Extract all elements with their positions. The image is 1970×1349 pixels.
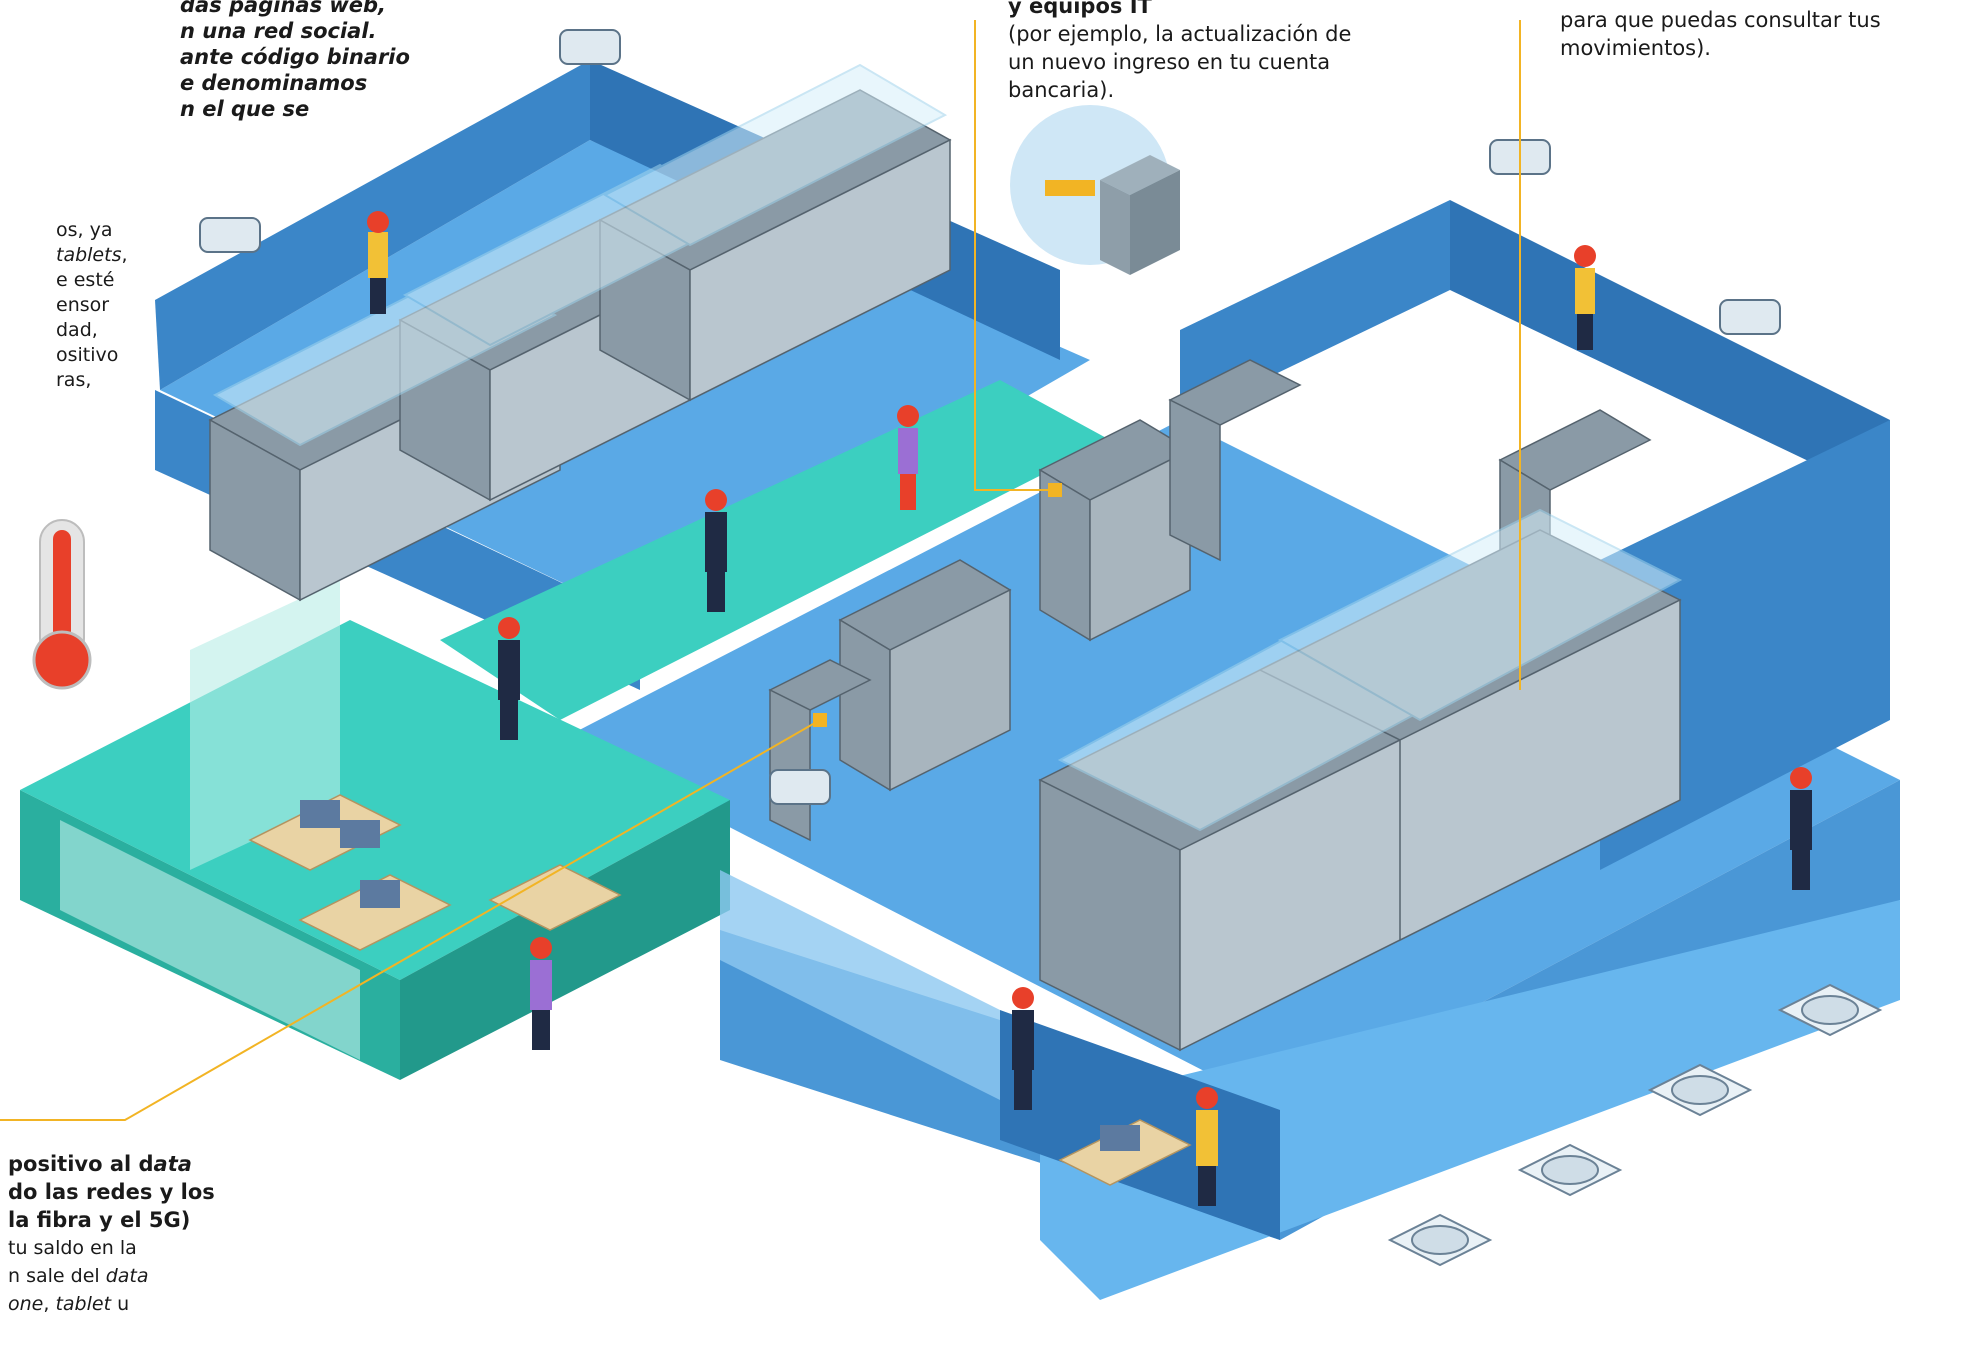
person-figure [498,617,520,740]
people-figures [367,211,1812,1206]
monitors [300,800,1140,1151]
office-desks [248,794,1192,1186]
callout-bottom-body-part: , [43,1293,56,1315]
right-room-side-wall [1450,200,1890,500]
intro-bold-line: n el que se [180,97,310,121]
right-glass-enclosures [1057,508,1683,832]
person-figure [1196,1087,1218,1206]
callout-markers [813,483,1062,727]
callout-top-right-line: para que puedas consultar tus [1560,8,1881,32]
callout-bottom-heading-part: ata [153,1152,192,1176]
callout-bottom-body-part: one [8,1293,44,1315]
office-glass-left [60,820,360,1060]
callout-bottom-body-part: data [105,1265,149,1287]
person-figure [705,489,727,612]
person-figure [1574,245,1596,350]
callout-bottom-left: positivo al data do las redes y los la f… [8,1150,215,1318]
callout-bottom-body-part: u [111,1293,130,1315]
callout-top-right: para que puedas consultar tus movimiento… [1560,6,1881,62]
intro-bold-line: e denominamos [180,71,368,95]
callout-bottom-heading-line: positivo al data [8,1150,215,1178]
intro-body-line: dad, [56,319,98,341]
cooling-units [1387,983,1883,1267]
callout-bottom-body-line: one, tablet u [8,1290,215,1318]
intro-body-line: os, ya [56,219,113,241]
callout-top-center-line: un nuevo ingreso en tu cuenta [1008,50,1331,74]
callout-bottom-body-line: n sale del data [8,1262,215,1290]
person-figure [530,937,552,1050]
person-figure [897,405,919,510]
callout-top-center-heading: y equipos IT [1008,0,1152,18]
office-side-wall [400,800,730,1080]
callout-top-right-line: movimientos). [1560,36,1711,60]
intro-body-suffix: , [121,244,128,266]
intro-bold-line: n una red social. [180,19,377,43]
person-figure [1012,987,1034,1110]
intro-body-line: e esté [56,269,115,291]
callout-top-center: y equipos IT (por ejemplo, la actualizac… [1008,0,1351,104]
intro-body-line: ensor [56,294,110,316]
callout-leader-lines [0,20,1521,1121]
intro-bold-line: ante código binario [180,45,410,69]
office-glass-back [190,580,340,870]
intro-body-line: tablets, [56,243,128,268]
security-cameras [199,29,1781,805]
callout-bottom-body-line: tu saldo en la [8,1237,137,1259]
callout-top-center-line: bancaria). [1008,78,1115,102]
person-figure [1790,767,1812,890]
thermometer-icon [32,519,92,690]
callout-top-center-line: (por ejemplo, la actualización de [1008,22,1352,46]
callout-bottom-heading-line: la fibra y el 5G) [8,1208,191,1232]
intro-body-line: ras, [56,369,92,391]
access-scanner-icon [1010,105,1180,275]
callout-bottom-body-part: n sale del [8,1265,106,1287]
upper-glass-enclosures [212,63,948,447]
lobby-front-wall [720,870,1000,1100]
person-figure [367,211,389,314]
callout-bottom-heading-part: positivo al d [8,1152,154,1176]
intro-body-italic: tablets [56,244,122,266]
intro-bold-line: das páginas web, [180,0,387,17]
intro-body-text: os, ya tablets, e esté ensor dad, ositiv… [56,218,128,393]
intro-body-line: ositivo [56,344,119,366]
teal-corridor [440,380,1110,720]
intro-bold-text: das páginas web, n una red social. ante … [180,0,410,122]
callout-bottom-heading-line: do las redes y los [8,1180,215,1204]
callout-bottom-body-part: tablet [55,1293,112,1315]
